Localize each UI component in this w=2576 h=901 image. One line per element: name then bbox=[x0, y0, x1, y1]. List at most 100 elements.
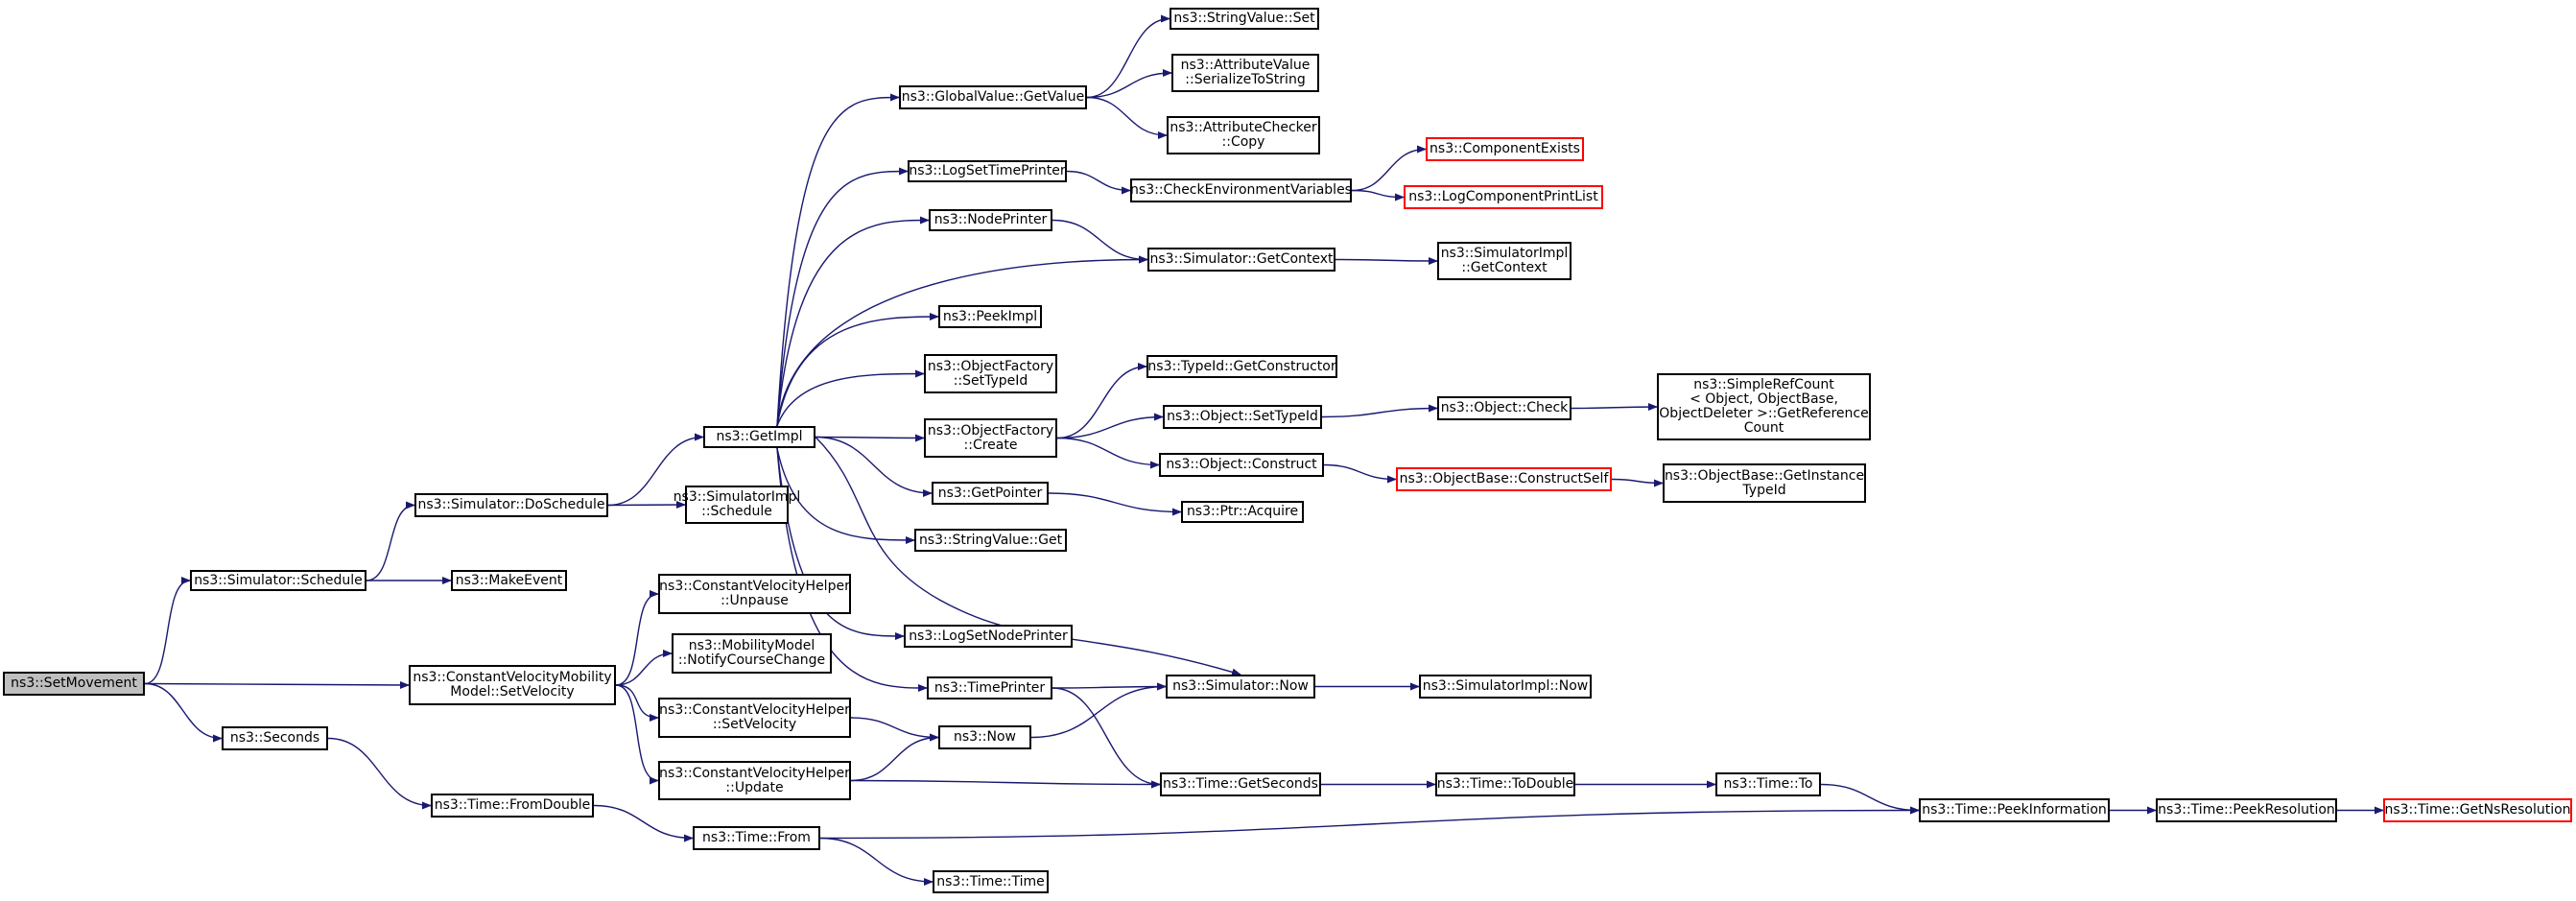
node-objectbase-getinstance-typeid[interactable]: ns3::ObjectBase::GetInstance TypeId bbox=[1663, 463, 1866, 503]
node-stringvalue-set[interactable]: ns3::StringValue::Set bbox=[1170, 8, 1319, 30]
edge-gvgetvalue-to-avserialize bbox=[1086, 69, 1172, 99]
node-time-time[interactable]: ns3::Time::Time bbox=[933, 870, 1049, 893]
node-objectfactory-create[interactable]: ns3::ObjectFactory ::Create bbox=[924, 418, 1057, 458]
node-label: ns3::ComponentExists bbox=[1430, 141, 1580, 156]
edge-obconstructself-to-obgetinst bbox=[1611, 478, 1664, 487]
node-time-getseconds[interactable]: ns3::Time::GetSeconds bbox=[1160, 772, 1321, 796]
node-simulator-doschedule[interactable]: ns3::Simulator::DoSchedule bbox=[414, 493, 608, 517]
edge-timefrom-to-peekinfo bbox=[819, 806, 1920, 840]
node-getimpl[interactable]: ns3::GetImpl bbox=[703, 426, 815, 448]
edge-cvhsetvel-to-now bbox=[850, 717, 939, 742]
node-object-construct[interactable]: ns3::Object::Construct bbox=[1159, 453, 1324, 477]
edge-getimpl-to-timeprinter bbox=[776, 447, 928, 692]
node-seconds[interactable]: ns3::Seconds bbox=[222, 726, 328, 750]
node-label: ns3::Object::Construct bbox=[1166, 457, 1317, 472]
edge-doschedule-to-simimplsched bbox=[607, 501, 686, 510]
node-time-from[interactable]: ns3::Time::From bbox=[693, 826, 820, 850]
edge-getimpl-to-peekimpl bbox=[776, 313, 939, 427]
node-label: ns3::ConstantVelocityHelper ::Update bbox=[659, 765, 850, 795]
node-globalvalue-getvalue[interactable]: ns3::GlobalValue::GetValue bbox=[899, 85, 1087, 109]
node-label: ns3::ObjectFactory ::SetTypeId bbox=[927, 358, 1054, 389]
node-simulatorimpl-getcontext[interactable]: ns3::SimulatorImpl ::GetContext bbox=[1437, 242, 1572, 280]
node-logsetnodeprinter[interactable]: ns3::LogSetNodePrinter bbox=[904, 625, 1073, 648]
node-time-to[interactable]: ns3::Time::To bbox=[1715, 772, 1821, 796]
node-label: ns3::GetImpl bbox=[716, 429, 803, 444]
edge-cvhupdate-to-timegetsec bbox=[850, 779, 1161, 789]
edge-timefrom-to-timetime bbox=[819, 837, 934, 886]
edge-gvgetvalue-to-stringvalset bbox=[1086, 14, 1170, 99]
node-label: ns3::ObjectFactory ::Create bbox=[927, 422, 1054, 453]
node-time-todouble[interactable]: ns3::Time::ToDouble bbox=[1435, 772, 1575, 796]
node-label: ns3::SimulatorImpl::Now bbox=[1422, 678, 1589, 694]
edge-root-to-simschedule bbox=[144, 577, 191, 685]
edge-getimpl-to-nodeprinter bbox=[776, 216, 930, 427]
node-simulator-schedule[interactable]: ns3::Simulator::Schedule bbox=[190, 570, 366, 591]
node-constantvelocityhelper-unpause[interactable]: ns3::ConstantVelocityHelper ::Unpause bbox=[658, 574, 851, 614]
node-label: ns3::PeekImpl bbox=[942, 308, 1038, 324]
node-objectfactory-settypeid[interactable]: ns3::ObjectFactory ::SetTypeId bbox=[924, 354, 1057, 393]
node-time-peekresolution[interactable]: ns3::Time::PeekResolution bbox=[2156, 798, 2337, 822]
node-label: ns3::ObjectBase::ConstructSelf bbox=[1399, 471, 1609, 486]
node-label: ns3::Time::GetSeconds bbox=[1163, 776, 1318, 792]
node-now[interactable]: ns3::Now bbox=[938, 725, 1031, 749]
node-label: ns3::Simulator::Now bbox=[1172, 678, 1309, 694]
node-getpointer[interactable]: ns3::GetPointer bbox=[932, 482, 1049, 505]
node-label: ns3::Time::To bbox=[1723, 776, 1813, 792]
node-label: ns3::Seconds bbox=[229, 730, 320, 746]
node-label: ns3::MakeEvent bbox=[455, 572, 563, 588]
edge-timeto-to-peekinfo bbox=[1820, 783, 1920, 815]
node-constantvelocityhelper-update[interactable]: ns3::ConstantVelocityHelper ::Update bbox=[658, 761, 851, 800]
node-peekimpl[interactable]: ns3::PeekImpl bbox=[938, 305, 1042, 328]
node-object-check[interactable]: ns3::Object::Check bbox=[1437, 396, 1572, 420]
node-time-fromdouble[interactable]: ns3::Time::FromDouble bbox=[431, 794, 594, 818]
node-label: ns3::ConstantVelocityHelper ::Unpause bbox=[659, 579, 850, 608]
node-constantvelocityhelper-setvelocity[interactable]: ns3::ConstantVelocityHelper ::SetVelocit… bbox=[658, 698, 851, 738]
edge-logsettp-to-checkenv bbox=[1066, 170, 1131, 195]
edge-getimpl-to-simgetctx bbox=[776, 255, 1148, 427]
node-setmovement: ns3::SetMovement bbox=[3, 672, 145, 696]
node-simulatorimpl-schedule[interactable]: ns3::SimulatorImpl ::Schedule bbox=[674, 486, 800, 524]
node-stringvalue-get[interactable]: ns3::StringValue::Get bbox=[914, 529, 1067, 552]
node-objectbase-constructself[interactable]: ns3::ObjectBase::ConstructSelf bbox=[1396, 467, 1612, 491]
node-label: ns3::SimulatorImpl ::GetContext bbox=[1440, 246, 1569, 275]
node-simulator-getcontext[interactable]: ns3::Simulator::GetContext bbox=[1147, 248, 1335, 272]
node-componentexists[interactable]: ns3::ComponentExists bbox=[1426, 137, 1584, 161]
node-time-peekinformation[interactable]: ns3::Time::PeekInformation bbox=[1919, 798, 2110, 822]
edge-cvmmsetvel-to-cvhsetvel bbox=[615, 684, 659, 722]
node-object-settypeid[interactable]: ns3::Object::SetTypeId bbox=[1163, 405, 1322, 429]
node-ptr-acquire[interactable]: ns3::Ptr::Acquire bbox=[1181, 501, 1304, 523]
node-simulatorimpl-now[interactable]: ns3::SimulatorImpl::Now bbox=[1419, 675, 1592, 699]
node-checkenvironmentvariables[interactable]: ns3::CheckEnvironmentVariables bbox=[1130, 178, 1352, 202]
node-makeevent[interactable]: ns3::MakeEvent bbox=[451, 570, 567, 591]
node-simplerefcount-object-objectbase-objectdeleter-getreference-count[interactable]: ns3::SimpleRefCount < Object, ObjectBase… bbox=[1657, 373, 1871, 440]
node-attributechecker-copy[interactable]: ns3::AttributeChecker ::Copy bbox=[1167, 116, 1320, 154]
edge-timeprinter-to-timegetsec bbox=[1052, 687, 1161, 789]
edge-checkenv-to-compexists bbox=[1351, 145, 1427, 192]
edge-root-to-seconds bbox=[144, 682, 223, 743]
node-label: ns3::SimpleRefCount < Object, ObjectBase… bbox=[1659, 377, 1869, 436]
node-logsettimeprinter[interactable]: ns3::LogSetTimePrinter bbox=[908, 160, 1067, 182]
node-attributevalue-serializetostring[interactable]: ns3::AttributeValue ::SerializeToString bbox=[1171, 54, 1319, 92]
node-typeid-getconstructor[interactable]: ns3::TypeId::GetConstructor bbox=[1146, 355, 1337, 378]
node-label: ns3::ConstantVelocityHelper ::SetVelocit… bbox=[659, 702, 850, 732]
node-label: ns3::SetMovement bbox=[11, 676, 137, 691]
edge-ofcreate-to-tidgetctor bbox=[1056, 363, 1147, 439]
node-label: ns3::Time::From bbox=[702, 830, 811, 845]
edge-getimpl-to-getpointer bbox=[815, 436, 933, 497]
node-label: ns3::Now bbox=[954, 729, 1016, 745]
edge-objconstruct-to-obconstructself bbox=[1323, 463, 1397, 484]
node-timeprinter[interactable]: ns3::TimePrinter bbox=[927, 676, 1052, 699]
node-time-getnsresolution[interactable]: ns3::Time::GetNsResolution bbox=[2383, 798, 2572, 822]
node-logcomponentprintlist[interactable]: ns3::LogComponentPrintList bbox=[1404, 185, 1603, 209]
edge-timefromdouble-to-timefrom bbox=[593, 804, 694, 842]
edge-getimpl-to-ofsettypeid bbox=[776, 369, 925, 427]
node-nodeprinter[interactable]: ns3::NodePrinter bbox=[929, 209, 1052, 231]
edge-seconds-to-timefromdouble bbox=[327, 737, 432, 810]
node-label: ns3::Simulator::DoSchedule bbox=[417, 497, 605, 512]
node-label: ns3::Time::FromDouble bbox=[434, 797, 591, 813]
edge-root-to-cvmmsetvel bbox=[144, 680, 410, 689]
node-simulator-now[interactable]: ns3::Simulator::Now bbox=[1166, 675, 1315, 699]
node-mobilitymodel-notifycoursechange[interactable]: ns3::MobilityModel ::NotifyCourseChange bbox=[672, 633, 832, 674]
edge-layer bbox=[144, 14, 2384, 886]
node-constantvelocitymobility-model-setvelocity[interactable]: ns3::ConstantVelocityMobility Model::Set… bbox=[409, 665, 616, 705]
